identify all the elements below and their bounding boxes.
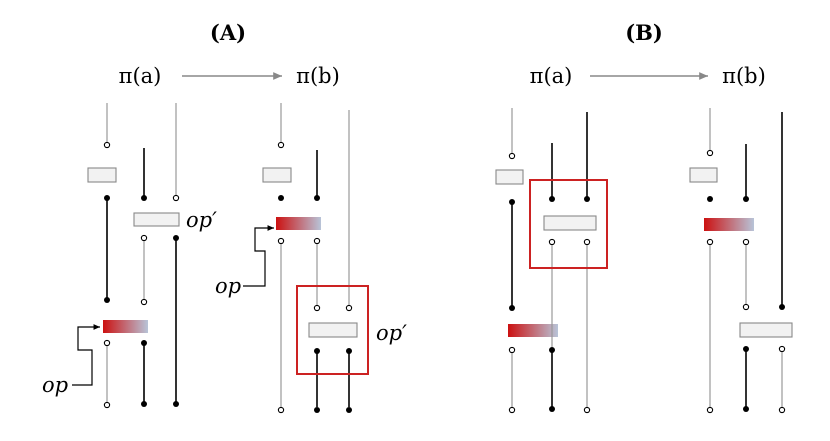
op-pointer-after [243,225,274,287]
panel-b: (B) π(a) π(b) [495,20,793,414]
op-gate [103,320,148,333]
op-prime-label-after: op′ [376,321,407,345]
panel-a-circuit-after [262,103,369,414]
op-prime-label-before: op′ [186,208,217,232]
highlight-box-b [529,179,608,269]
gate-single-wire1 [87,167,117,183]
panel-b-label: (B) [625,20,663,45]
panel-b-to-label: π(b) [722,64,766,88]
panel-b-circuit-before [495,108,608,414]
panel-b-transition: π(a) π(b) [530,64,766,88]
panel-a-transition: π(a) π(b) [119,64,340,88]
op-gate-moved [276,217,321,230]
panel-b-circuit-after [689,108,793,414]
highlight-box-a [296,285,369,375]
op-label-before: op [42,373,68,397]
panel-a: (A) π(a) π(b) [42,20,407,414]
panel-b-from-label: π(a) [530,64,573,88]
op-pointer-before [72,324,100,386]
panel-a-from-label: π(a) [119,64,162,88]
op-label-after: op [215,274,241,298]
panel-a-circuit-before [87,103,180,409]
panel-a-label: (A) [210,20,246,45]
panel-a-to-label: π(b) [296,64,340,88]
op-prime-gate [133,212,180,227]
